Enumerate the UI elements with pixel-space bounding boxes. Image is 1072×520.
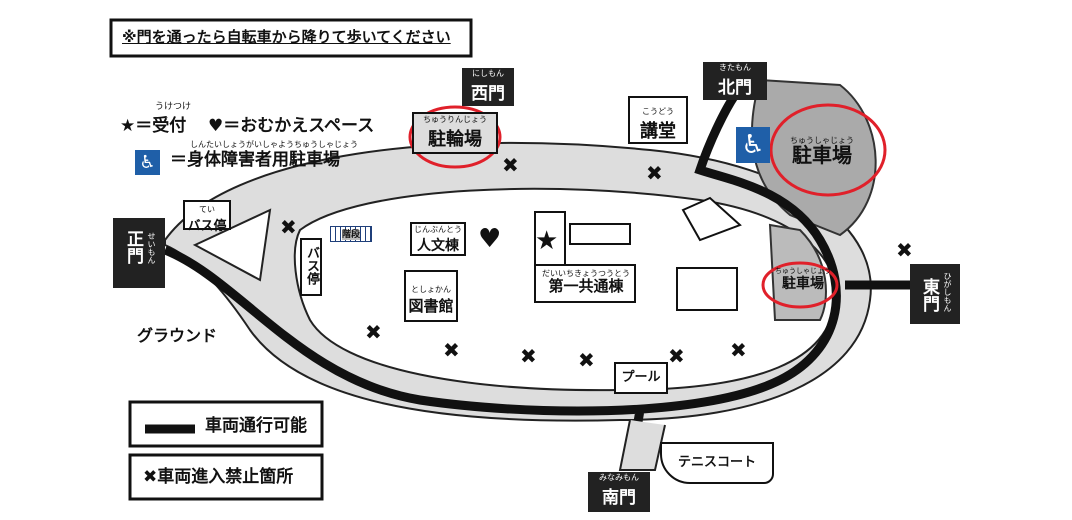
library: としょかん図書館 [404,270,458,322]
notice-text: ※門を通ったら自転車から降りて歩いてください [122,28,451,46]
west-gate: にしもん西門 [462,68,514,106]
legend-accessible: ＝身体障害者用駐車場 [170,150,340,170]
legend-pickup: ♥＝おむかえスペース [208,116,375,136]
no-entry-icon: ✖ [578,348,595,372]
no-entry-icon: ✖ [502,153,519,177]
accessible-ruby: しんたいしょうがいしゃようちゅうしゃじょう [190,140,358,149]
parking-area-east [768,223,827,321]
humanities-building: じんぶんとう人文棟 [410,222,466,256]
no-entry-icon: ✖ [443,338,460,362]
tennis-court: テニスコート [660,442,774,484]
ground-label: グラウンド [137,326,218,345]
auditorium: こうどう講堂 [628,96,688,144]
legend-road: 車両通行可能 [205,416,307,436]
reception-ruby: うけつけ [155,102,192,112]
wheelchair-icon: ♿ [736,127,770,163]
common-building-1: だいいちきょうつうとう第一共通棟 [542,269,630,295]
pickup-heart-icon: ♥ [478,224,502,254]
parking-east: ちゅうしゃじょう駐車場 [775,267,831,292]
bus-stop: バス停 [300,238,322,296]
legend-reception: ★＝受付 [120,116,187,136]
no-entry-icon: ✖ [896,238,913,262]
no-entry-icon: ✖ [520,344,537,368]
parking-main: ちゅうしゃじょう駐車場 [790,136,854,167]
south-gate: みなみもん南門 [588,472,650,512]
legend-no-entry: ✖車両進入禁止箇所 [143,467,294,487]
east-gate: 東門ひがしもん [910,264,960,324]
reception-star-icon: ★ [535,226,559,256]
no-entry-icon: ✖ [280,215,297,239]
no-entry-icon: ✖ [730,338,747,362]
bus-stop: ていバス停 [183,200,231,234]
stairs: 階段 [330,226,372,242]
north-gate: きたもん北門 [703,62,767,100]
pool: プール [614,362,668,394]
bike-parking: ちゅうりんじょう駐輪場 [412,112,498,154]
no-entry-icon: ✖ [646,161,663,185]
wheelchair-icon: ♿ [135,150,160,175]
main-gate: 正門せいもん [113,218,165,288]
no-entry-icon: ✖ [668,344,685,368]
no-entry-icon: ✖ [365,320,382,344]
